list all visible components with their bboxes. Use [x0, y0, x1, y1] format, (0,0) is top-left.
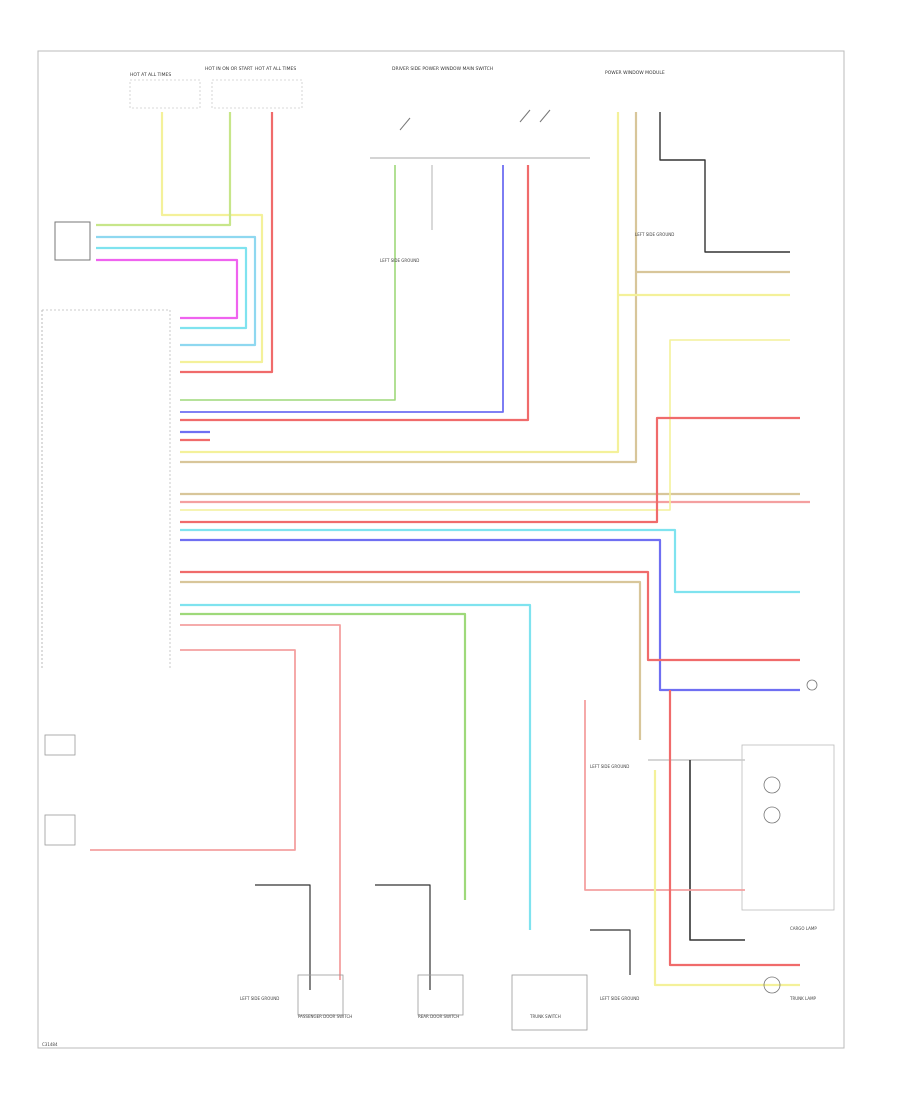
lamp-lower-label: TRUNK LAMP: [789, 996, 817, 1001]
wire-35: [590, 929, 631, 975]
wire-14: [180, 112, 638, 464]
wire-9: [180, 165, 504, 413]
top-fuse-boxes: [129, 79, 303, 109]
wire-32: [584, 700, 745, 891]
wire-25: [180, 624, 341, 980]
lamp-module-box: [741, 744, 835, 911]
wire-27: [659, 112, 790, 253]
center-switch-label: DRIVER SIDE POWER WINDOW MAIN SWITCH: [392, 66, 493, 72]
left-switch-box: [44, 734, 76, 756]
module-box: [54, 221, 91, 261]
fuse-label-1: HOT AT ALL TIMES: [130, 72, 171, 78]
center-switch-block: [370, 109, 590, 159]
ground-label-5: LEFT SIDE GROUND: [600, 996, 639, 1001]
wire-26: [90, 649, 296, 851]
wire-21: [180, 570, 800, 662]
connector-symbol: [806, 679, 818, 691]
wire-24: [180, 612, 467, 900]
switch-box-1: [297, 974, 344, 1016]
symbols-group: [44, 679, 818, 1031]
wire-18: [180, 416, 800, 524]
lamp-symbol-lower: [763, 976, 781, 994]
wire-5: [96, 246, 248, 330]
fuse-label-2: HOT IN ON OR START: [205, 66, 253, 72]
wire-13: [180, 112, 620, 454]
left-switch-box-2: [44, 814, 76, 846]
lamp-symbol-upper: [763, 776, 781, 794]
wire-22: [180, 580, 642, 740]
wire-17: [180, 339, 790, 511]
wire-23: [180, 603, 532, 930]
wire-33: [668, 690, 800, 967]
wire-34: [653, 770, 800, 987]
wire-20: [180, 538, 800, 692]
lamp-symbol-mid: [763, 806, 781, 824]
wire-31: [689, 760, 745, 941]
wire-7: [180, 165, 396, 401]
ground-label-1: LEFT SIDE GROUND: [380, 258, 419, 263]
ground-label-2: LEFT SIDE GROUND: [635, 232, 674, 237]
switch-label-3: TRUNK SWITCH: [529, 1014, 561, 1019]
fuse-label-3: HOT AT ALL TIMES: [255, 66, 296, 72]
wire-10: [180, 165, 530, 422]
switch-label-2: REAR DOOR SWITCH: [418, 1014, 459, 1019]
right-module-label: POWER WINDOW MODULE: [605, 70, 665, 76]
wires-group: [90, 112, 810, 990]
wire-36: [255, 884, 311, 990]
wire-3: [180, 112, 274, 374]
ground-label-4: LEFT SIDE GROUND: [240, 996, 279, 1001]
diagram-frame: [37, 50, 845, 1049]
switch-box-2: [417, 974, 464, 1016]
wire-37: [375, 884, 431, 990]
ground-label-3: LEFT SIDE GROUND: [590, 764, 629, 769]
footer-code: C31484: [42, 1042, 58, 1047]
lamp-upper-label: CARGO LAMP: [790, 926, 817, 931]
wire-4: [96, 235, 257, 347]
wire-1: [160, 112, 264, 364]
wire-19: [180, 528, 800, 594]
wire-2: [96, 112, 232, 227]
wire-6: [96, 258, 239, 320]
switch-box-3: [511, 974, 588, 1031]
switch-label-1: PASSENGER DOOR SWITCH: [298, 1014, 352, 1019]
